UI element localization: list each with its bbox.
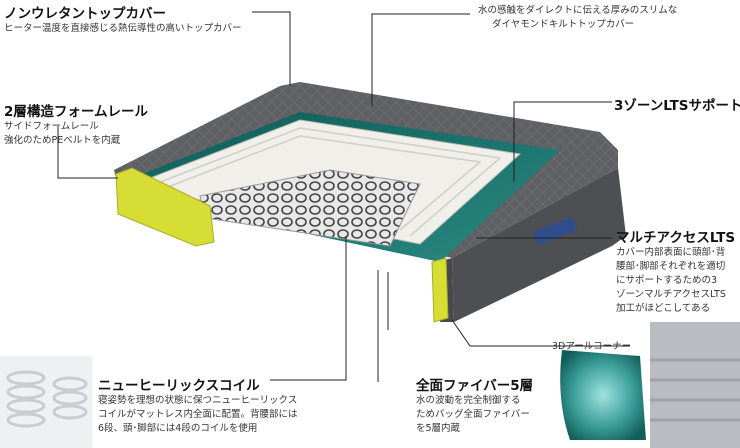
callout-multi-access-line4: ゾーンマルチアクセスLTS	[616, 289, 726, 300]
callout-multi-access-line2: 腰部･脚部それぞれを適切	[616, 261, 726, 272]
callout-fiber-line2: ためバッグ全面ファイバー	[416, 409, 530, 420]
callout-foam-rail-title: 2層構造フォームレール	[4, 104, 148, 120]
callout-fiber-line3: を5層内蔵	[416, 423, 461, 434]
callout-multi-access: マルチアクセスLTS カバー内部表面に頭部･背 腰部･脚部それぞれを適切 にサポ…	[616, 226, 735, 316]
callout-foam-rail-line2: 強化のためPEベルトを内蔵	[4, 135, 121, 146]
callout-multi-access-line1: カバー内部表面に頭部･背	[616, 247, 726, 258]
leader-foam-rail	[57, 126, 118, 179]
callout-water-feel: 水の感触をダイレクトに伝える厚みのスリムな ダイヤモンドキルトトップカバー	[478, 4, 677, 32]
callout-nonurethane: ノンウレタントップカバー ヒーター温度を直接感じる熱伝導性の高いトップカバー	[4, 2, 242, 36]
callout-nonurethane-title: ノンウレタントップカバー	[4, 6, 166, 22]
callout-aal-corner-title: 3Dアールコーナー	[552, 341, 632, 352]
side-wall	[452, 168, 626, 322]
callout-coil: ニューヒーリックスコイル 寝姿勢を理想の状態に保つニューヒーリックス コイルがマ…	[98, 374, 298, 436]
callout-coil-line1: 寝姿勢を理想の状態に保つニューヒーリックス	[98, 395, 298, 406]
corner-inset	[560, 350, 646, 440]
callout-foam-rail: 2層構造フォームレール サイドフォームレール 強化のためPEベルトを内蔵	[4, 100, 148, 148]
callout-multi-access-title: マルチアクセスLTS	[616, 230, 736, 246]
callout-water-feel-line2: ダイヤモンドキルトトップカバー	[492, 19, 635, 30]
leader-corner	[451, 319, 630, 347]
callout-three-zone: 3ゾーンLTSサポート	[614, 94, 740, 114]
fabric-inset	[650, 322, 740, 448]
callout-fiber-line1: 水の波動を完全制御する	[416, 395, 521, 406]
callout-water-feel-line1: 水の感触をダイレクトに伝える厚みのスリムな	[478, 5, 678, 16]
callout-aal-corner: 3Dアールコーナー	[552, 340, 631, 354]
callout-coil-title: ニューヒーリックスコイル	[98, 378, 260, 394]
callout-coil-line3: 6段、頭･脚部には4段のコイルを使用	[98, 423, 258, 434]
callout-coil-line2: コイルがマットレス内全面に配置。背腰部には	[98, 409, 298, 420]
callout-fiber-title: 全面ファイバー5層	[416, 378, 534, 394]
foam-rail-left	[115, 167, 215, 247]
callout-nonurethane-desc: ヒーター温度を直接感じる熱伝導性の高いトップカバー	[4, 23, 242, 34]
foam-rail-right	[431, 257, 449, 323]
leader-coil	[270, 236, 347, 381]
leader-three-zone	[513, 101, 612, 182]
callout-fiber: 全面ファイバー5層 水の波動を完全制御する ためバッグ全面ファイバー を5層内蔵	[416, 374, 533, 436]
leader-nonurethane	[252, 11, 291, 86]
callout-three-zone-title: 3ゾーンLTSサポート	[614, 98, 740, 114]
callout-multi-access-line3: にサポートするための3	[616, 275, 718, 286]
leader-water-feel	[371, 13, 470, 106]
callout-foam-rail-line1: サイドフォームレール	[4, 121, 99, 132]
callout-multi-access-line5: 加工がほどこしてある	[616, 303, 711, 314]
